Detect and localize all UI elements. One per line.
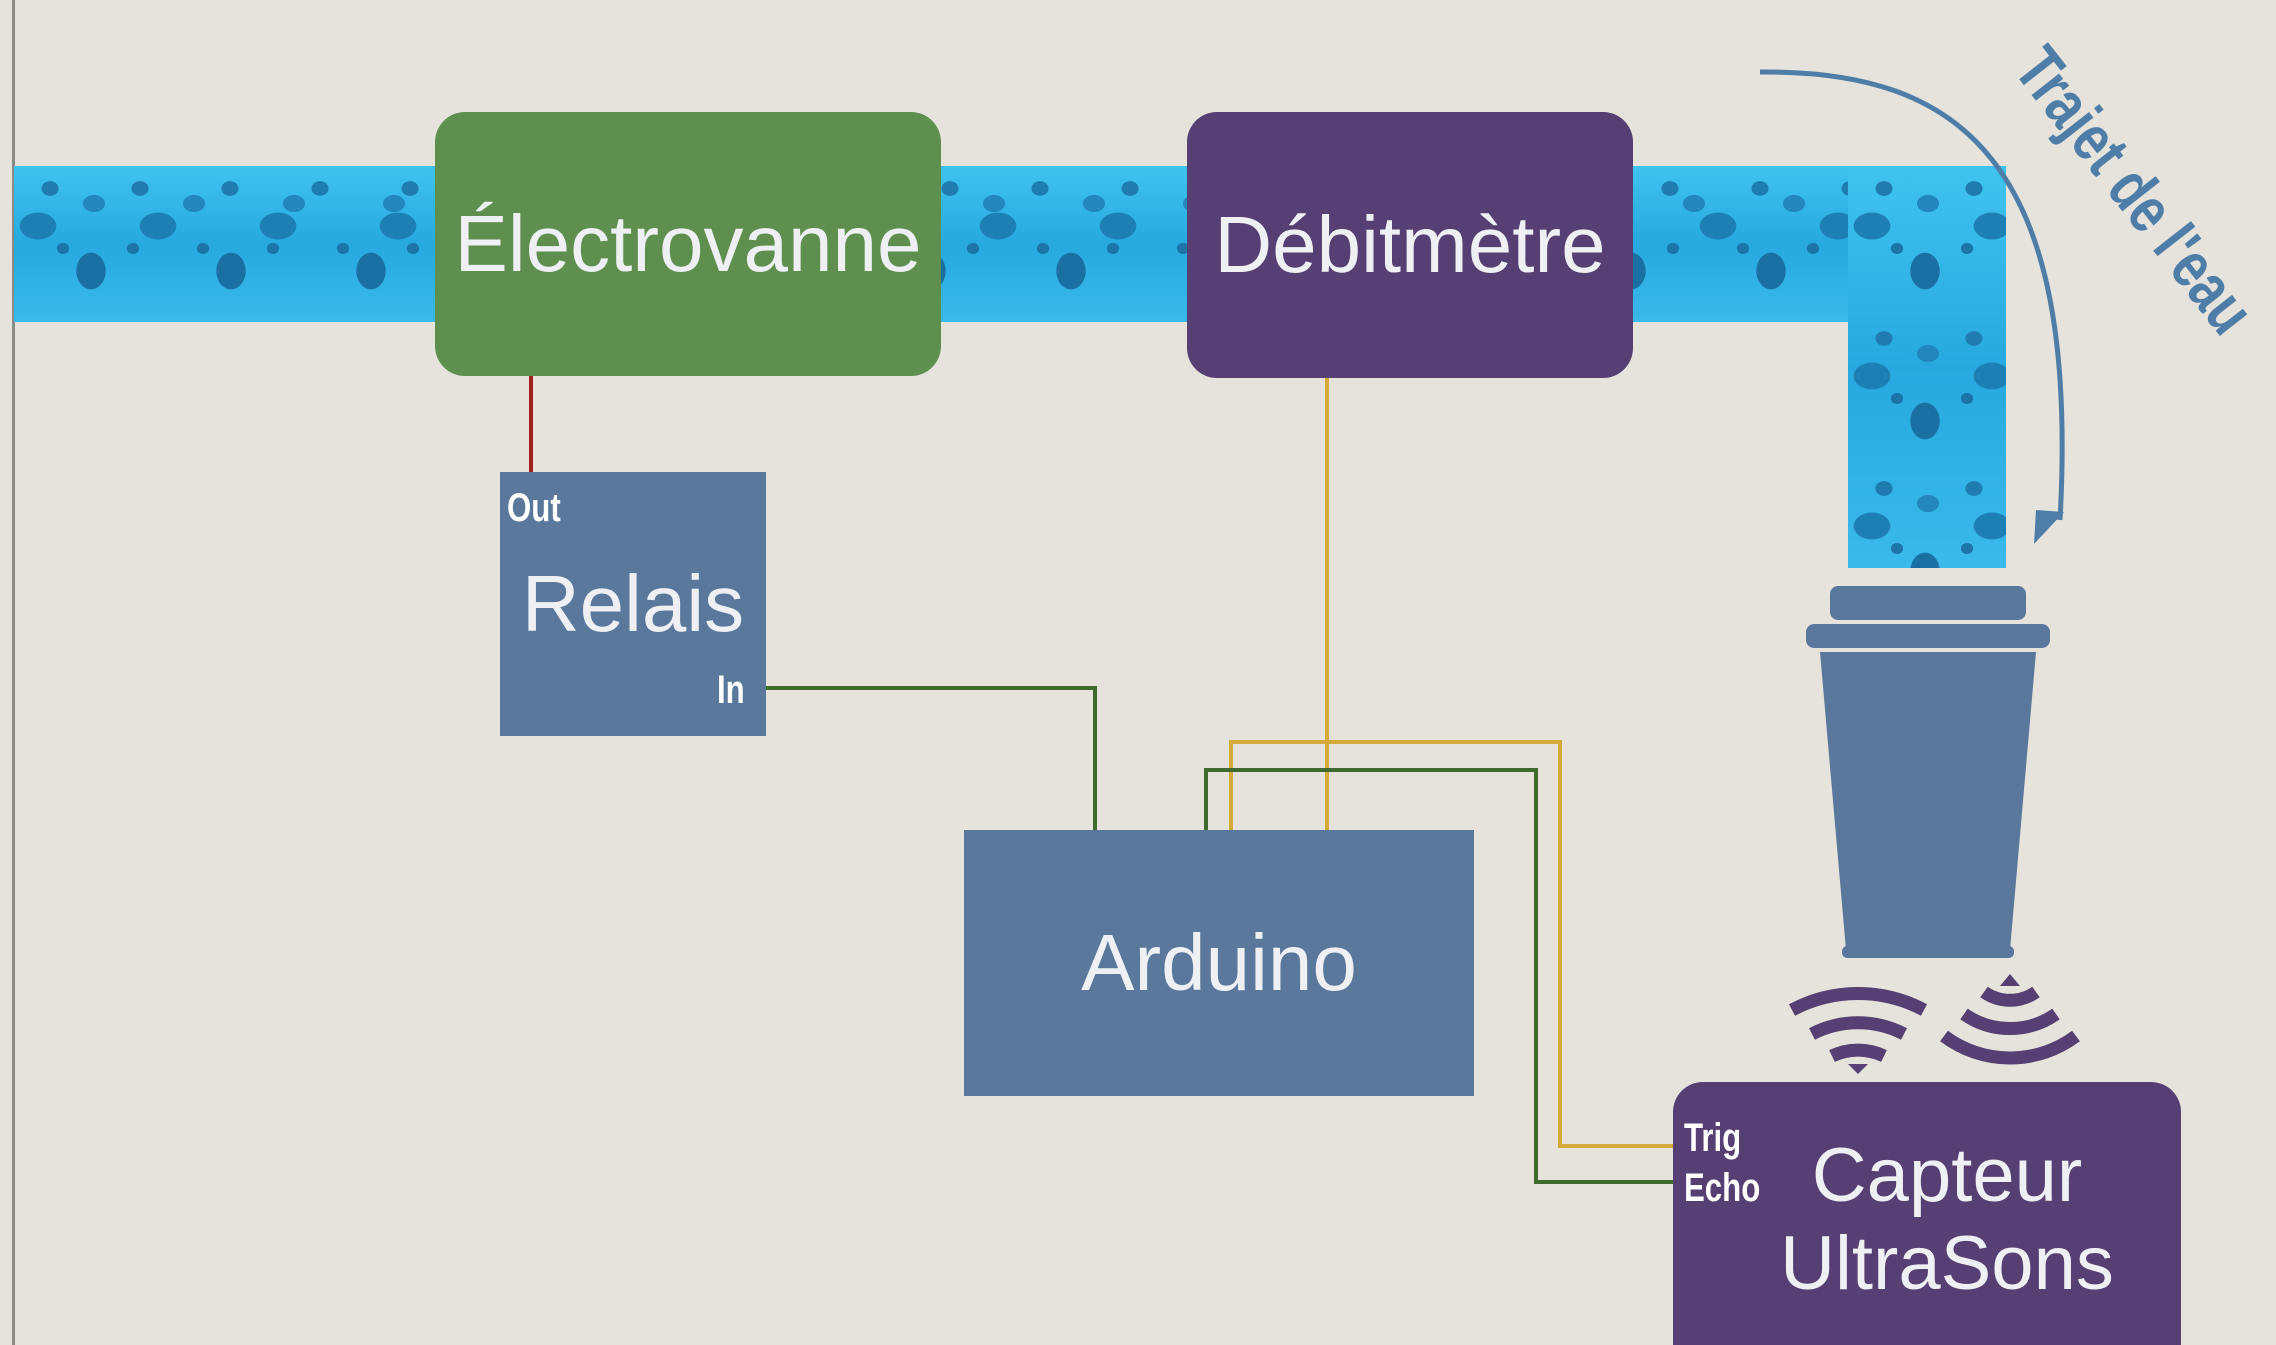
capteur-label-line2: UltraSons	[1780, 1220, 2114, 1306]
relais-out-pin: Out	[507, 486, 561, 530]
relais-block: Relais	[500, 472, 766, 736]
wire-relais-arduino	[766, 686, 1097, 830]
water-pipe-vertical	[1848, 166, 2006, 568]
electrovanne-label: Électrovanne	[454, 199, 922, 288]
wifi-signal-icon	[1788, 986, 1928, 1074]
capteur-label-line1: Capteur	[1811, 1133, 2083, 1219]
capteur-ultrasons-block: Capteur UltraSons	[1673, 1082, 2181, 1345]
relais-in-pin: In	[717, 668, 745, 712]
debitmetre-block: Débitmètre	[1187, 112, 1633, 378]
capteur-trig-pin: Trig	[1684, 1116, 1742, 1160]
sonar-signal-icon	[1940, 974, 2080, 1065]
arduino-label: Arduino	[1081, 918, 1357, 1007]
arduino-block: Arduino	[964, 830, 1474, 1096]
relais-label: Relais	[521, 559, 745, 648]
capteur-echo-pin: Echo	[1684, 1166, 1761, 1210]
debitmetre-label: Débitmètre	[1214, 200, 1606, 289]
flow-arrow-icon	[1759, 69, 2065, 544]
water-pipe-horizontal	[14, 166, 2006, 322]
electrovanne-block: Électrovanne	[435, 112, 941, 376]
left-divider	[12, 0, 15, 1345]
capteur-label: Capteur UltraSons	[1740, 1120, 2114, 1307]
cup-icon	[1806, 586, 2050, 958]
wire-arduino-echo	[1204, 768, 1680, 1184]
